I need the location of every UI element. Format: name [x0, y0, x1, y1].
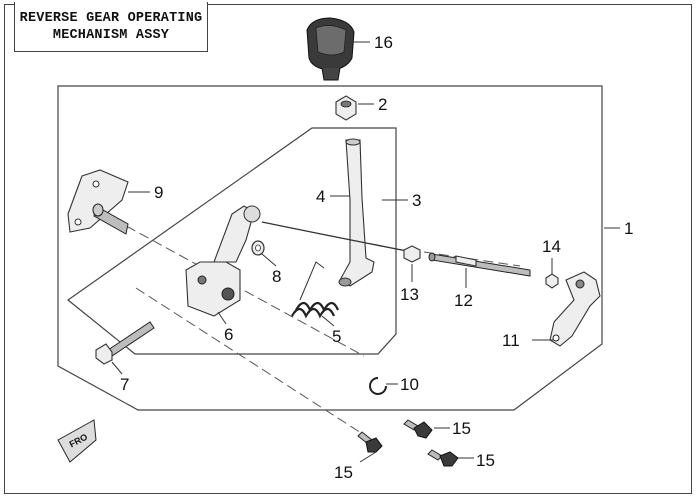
callout-12: 12 [454, 291, 473, 310]
leader-15-b [359, 451, 377, 463]
alignment-line-9-to-7 [99, 211, 365, 357]
leader-8 [261, 253, 277, 267]
front-direction-icon: FRO [57, 419, 97, 463]
callout-13: 13 [400, 285, 419, 304]
callout-8: 8 [272, 267, 281, 286]
bolt-part-15-lower-right [427, 449, 459, 467]
callout-9: 9 [154, 183, 163, 202]
nut-part-13 [403, 245, 421, 263]
diagram-frame [4, 4, 692, 494]
callout-5: 5 [332, 327, 341, 346]
callout-15-lower-left: 15 [334, 463, 353, 482]
callout-15-upper: 15 [452, 419, 471, 438]
callout-2: 2 [378, 95, 387, 114]
bolt-part-15-lower-left [357, 431, 383, 453]
leader-6 [217, 311, 227, 325]
assembly-outline-3 [67, 127, 397, 355]
callout-11: 11 [502, 331, 520, 350]
assembly-outline-1 [57, 85, 603, 411]
shift-lever-part-4 [338, 138, 375, 287]
leader-5 [321, 315, 335, 327]
shift-knob-part-16 [306, 17, 355, 81]
nut-part-2 [335, 95, 357, 121]
callout-6: 6 [224, 325, 233, 344]
control-rod-link [261, 221, 413, 253]
bolt-part-15-upper [403, 419, 433, 439]
spring-part-5 [291, 261, 340, 319]
callout-14: 14 [542, 237, 561, 256]
callout-10: 10 [400, 375, 419, 394]
title-line-2: MECHANISM ASSY [52, 27, 170, 43]
callout-7: 7 [120, 375, 129, 394]
nut-part-14 [545, 273, 559, 289]
title-line-1: REVERSE GEAR OPERATING [19, 10, 203, 26]
callout-3: 3 [412, 191, 421, 210]
mounting-plate-part-9 [67, 169, 129, 235]
alignment-line-6-to-15 [135, 287, 373, 441]
title-box: REVERSE GEAR OPERATING MECHANISM ASSY [14, 2, 208, 52]
callout-4: 4 [316, 187, 325, 206]
callout-16: 16 [374, 33, 393, 52]
leader-7 [111, 361, 123, 375]
callout-15-lower-right: 15 [476, 451, 495, 470]
lever-arm-part-11 [549, 271, 601, 347]
bracket-part-6 [185, 205, 261, 317]
callout-1: 1 [624, 219, 633, 238]
rod-part-12 [428, 252, 531, 277]
clip-part-10 [369, 377, 387, 395]
washer-part-8 [251, 240, 265, 256]
bolt-part-7 [95, 321, 155, 365]
